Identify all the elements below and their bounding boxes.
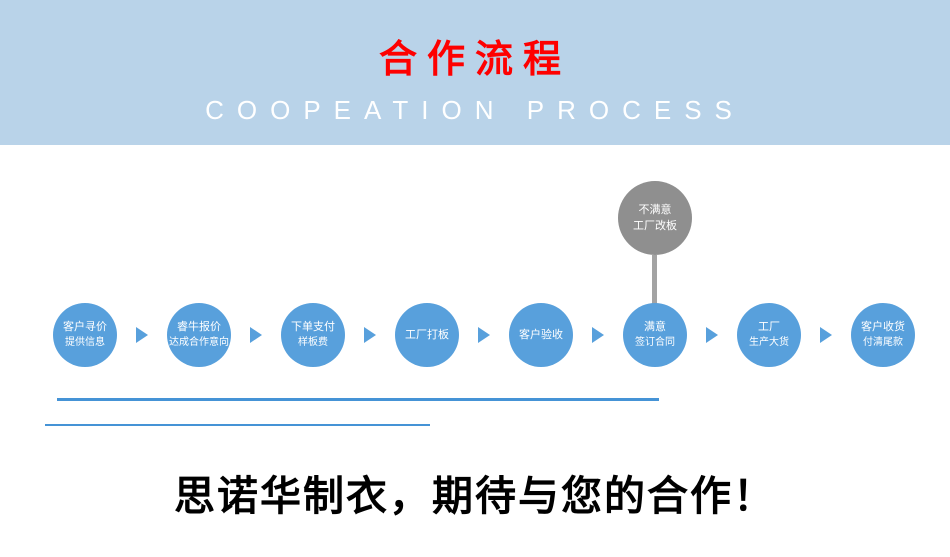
- step-3-line-2: 样板费: [298, 337, 328, 348]
- slogan-text: 思诺华制衣，期待与您的合作！: [174, 473, 776, 519]
- step-5-line-1: 客户验收: [519, 329, 563, 341]
- flow-arrow-icon: [706, 327, 718, 343]
- flow-step-7: 工厂 生产大货: [737, 303, 801, 367]
- branch-line-1: 不满意: [638, 204, 672, 216]
- flow-branch-rework: 不满意 工厂改板: [618, 181, 692, 255]
- flow-arrow-icon: [478, 327, 490, 343]
- step-6-line-1: 满意: [644, 321, 666, 333]
- step-8-line-2: 付清尾款: [863, 337, 903, 348]
- step-7-line-1: 工厂: [758, 321, 780, 333]
- step-7-line-2: 生产大货: [749, 337, 789, 348]
- step-1-line-1: 客户寻价: [63, 321, 107, 333]
- page-title: 合作流程: [378, 39, 571, 81]
- flow-step-1: 客户寻价 提供信息: [53, 303, 117, 367]
- divider-line-short: [45, 424, 430, 426]
- step-2-line-2: 达成合作意向: [169, 337, 229, 348]
- divider-line-long: [57, 398, 659, 401]
- step-3-line-1: 下单支付: [291, 321, 335, 333]
- flow-step-2: 睿牛报价 达成合作意向: [167, 303, 231, 367]
- flow-arrow-icon: [364, 327, 376, 343]
- step-6-line-2: 签订合同: [635, 337, 675, 348]
- header-banner: 合作流程 COOPEATION PROCESS: [0, 0, 950, 145]
- step-8-line-1: 客户收货: [861, 321, 905, 333]
- flow-arrow-icon: [592, 327, 604, 343]
- flow-arrow-icon: [250, 327, 262, 343]
- step-2-line-1: 睿牛报价: [177, 321, 221, 333]
- flow-step-5: 客户验收: [509, 303, 573, 367]
- branch-connector-line: [652, 255, 657, 305]
- flow-step-6: 满意 签订合同: [623, 303, 687, 367]
- branch-line-2: 工厂改板: [633, 220, 677, 232]
- step-1-line-2: 提供信息: [65, 337, 105, 348]
- flow-arrow-icon: [136, 327, 148, 343]
- flow-step-3: 下单支付 样板费: [281, 303, 345, 367]
- process-flow-diagram: 不满意 工厂改板 客户寻价 提供信息 睿牛报价 达成合作意向 下单支付 样板费 …: [0, 145, 950, 455]
- page-subtitle: COOPEATION PROCESS: [205, 95, 745, 125]
- flow-step-4: 工厂打板: [395, 303, 459, 367]
- flow-step-8: 客户收货 付清尾款: [851, 303, 915, 367]
- flow-arrow-icon: [820, 327, 832, 343]
- step-4-line-1: 工厂打板: [405, 329, 449, 341]
